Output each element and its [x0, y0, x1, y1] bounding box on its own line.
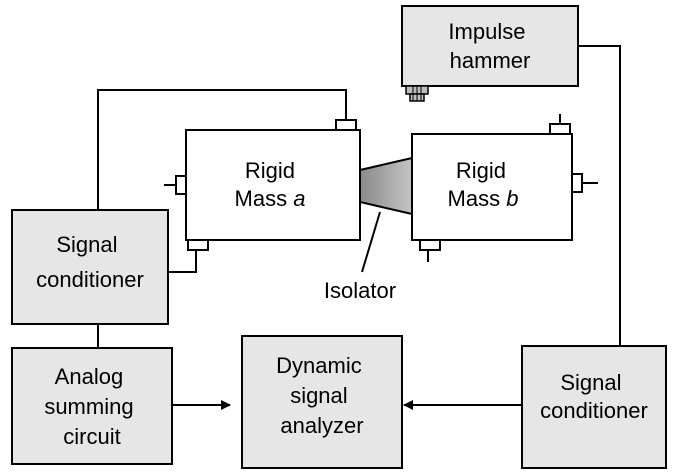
- isolator: [359, 156, 413, 216]
- svg-text:Rigid Mass a: Rigid Mass a: [235, 158, 306, 211]
- svg-text:Signal conditioner: Signal conditioner: [36, 232, 144, 292]
- isolator-label: Isolator: [324, 278, 396, 303]
- dynamic-signal-analyzer-line-3: analyzer: [280, 413, 363, 438]
- isolator-pointer: [361, 211, 381, 273]
- signal-conditioner-right-box: [521, 345, 667, 469]
- dynamic-signal-analyzer-line-2: signal: [290, 383, 347, 408]
- impulse-hammer-line-1: Impulse: [448, 19, 525, 44]
- analog-summing-circuit-line-3: circuit: [63, 424, 120, 449]
- rigid-mass-b-line-1: Rigid: [456, 158, 506, 183]
- isolator-shape: [359, 156, 413, 216]
- svg-text:Rigid Mass b: Rigid Mass b: [448, 158, 519, 211]
- signal-conditioner-right: Signal conditioner: [521, 345, 667, 469]
- dynamic-signal-analyzer-line-1: Dynamic: [276, 353, 362, 378]
- rigid-mass-a-line-1: Rigid: [245, 158, 295, 183]
- mass-a-top-accelerometer: [335, 110, 357, 131]
- svg-text:Impulse hammer: Impulse hammer: [448, 19, 531, 73]
- rigid-mass-b: Rigid Mass b: [411, 114, 598, 262]
- signal-conditioner-left-line-2: conditioner: [36, 267, 144, 292]
- rigid-mass-a-line-2: Mass a: [235, 186, 306, 211]
- svg-text:Analog summing cir: Analog summing circuit: [44, 364, 139, 449]
- impulse-hammer: Impulse hammer: [401, 5, 579, 102]
- rigid-mass-a-box: [185, 129, 361, 241]
- analog-summing-circuit: Analog summing circuit: [11, 347, 173, 465]
- impulse-hammer-line-2: hammer: [450, 48, 531, 73]
- svg-text:Isolator: Isolator: [324, 278, 396, 303]
- mass-a-bottom-accelerometer: [187, 239, 209, 258]
- mass-b-right-accelerometer: [571, 173, 598, 193]
- analog-summing-circuit-line-2: summing: [44, 394, 133, 419]
- analog-summing-circuit-line-1: Analog: [55, 364, 124, 389]
- svg-text:Signal conditioner: Signal conditioner: [540, 370, 648, 423]
- signal-conditioner-right-line-1: Signal: [560, 370, 621, 395]
- impulse-hammer-box: [401, 5, 579, 87]
- mass-a-left-accelerometer: [164, 175, 187, 195]
- wire-conditioner-to-mass-a-bottom-sensor: [168, 258, 197, 273]
- wire-hammer-to-conditioner: [578, 45, 621, 346]
- wire-conditioner-to-mass-a-top-sensor: [97, 89, 347, 210]
- signal-conditioner-left-box: [11, 209, 169, 325]
- dynamic-signal-analyzer: Dynamic signal analyzer: [241, 335, 403, 469]
- signal-conditioner-left: Signal conditioner: [11, 209, 169, 325]
- dynamic-signal-analyzer-box: [241, 335, 403, 469]
- analog-summing-circuit-box: [11, 347, 173, 465]
- hammer-force-sensor: [405, 85, 429, 102]
- rigid-mass-a: Rigid Mass a: [164, 110, 361, 258]
- rigid-mass-b-line-2: Mass b: [448, 186, 519, 211]
- signal-conditioner-right-line-2: conditioner: [540, 398, 648, 423]
- svg-text:Dynamic signal ana: Dynamic signal analyzer: [276, 353, 368, 438]
- signal-conditioner-left-line-1: Signal: [56, 232, 117, 257]
- mass-b-top-accelerometer: [549, 114, 571, 135]
- mass-b-bottom-accelerometer: [419, 239, 441, 262]
